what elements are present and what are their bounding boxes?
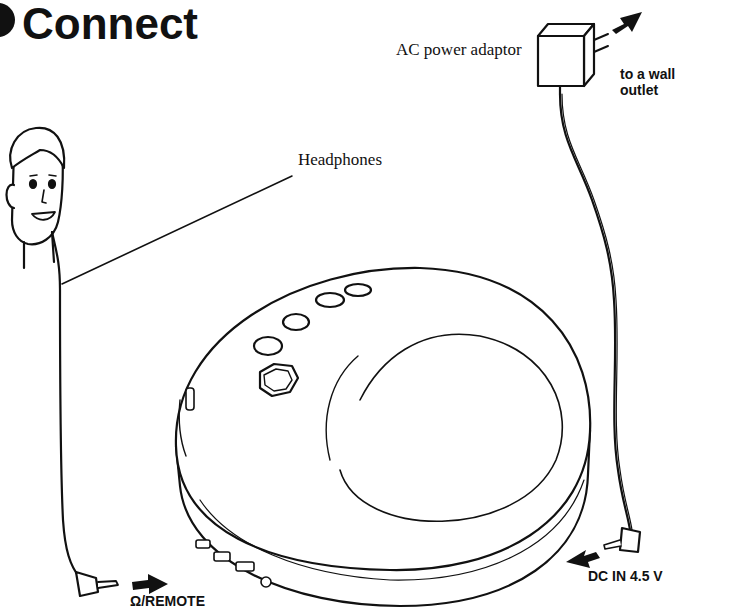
jack-name: Ω/REMOTE [130, 593, 205, 609]
jack-name: DC IN 4.5 V [588, 568, 663, 584]
leader-line [62, 176, 292, 284]
headphone-plug [76, 572, 98, 596]
part-name: Headphones [298, 150, 382, 170]
step-badge [0, 3, 15, 37]
page-title: Connect [22, 2, 198, 46]
part-name: AC power adaptor [396, 40, 522, 60]
cd-player [176, 268, 590, 606]
instruction-note: to a wall outlet [620, 66, 700, 98]
insert-arrow [132, 574, 168, 594]
headphone-cord [52, 232, 80, 578]
